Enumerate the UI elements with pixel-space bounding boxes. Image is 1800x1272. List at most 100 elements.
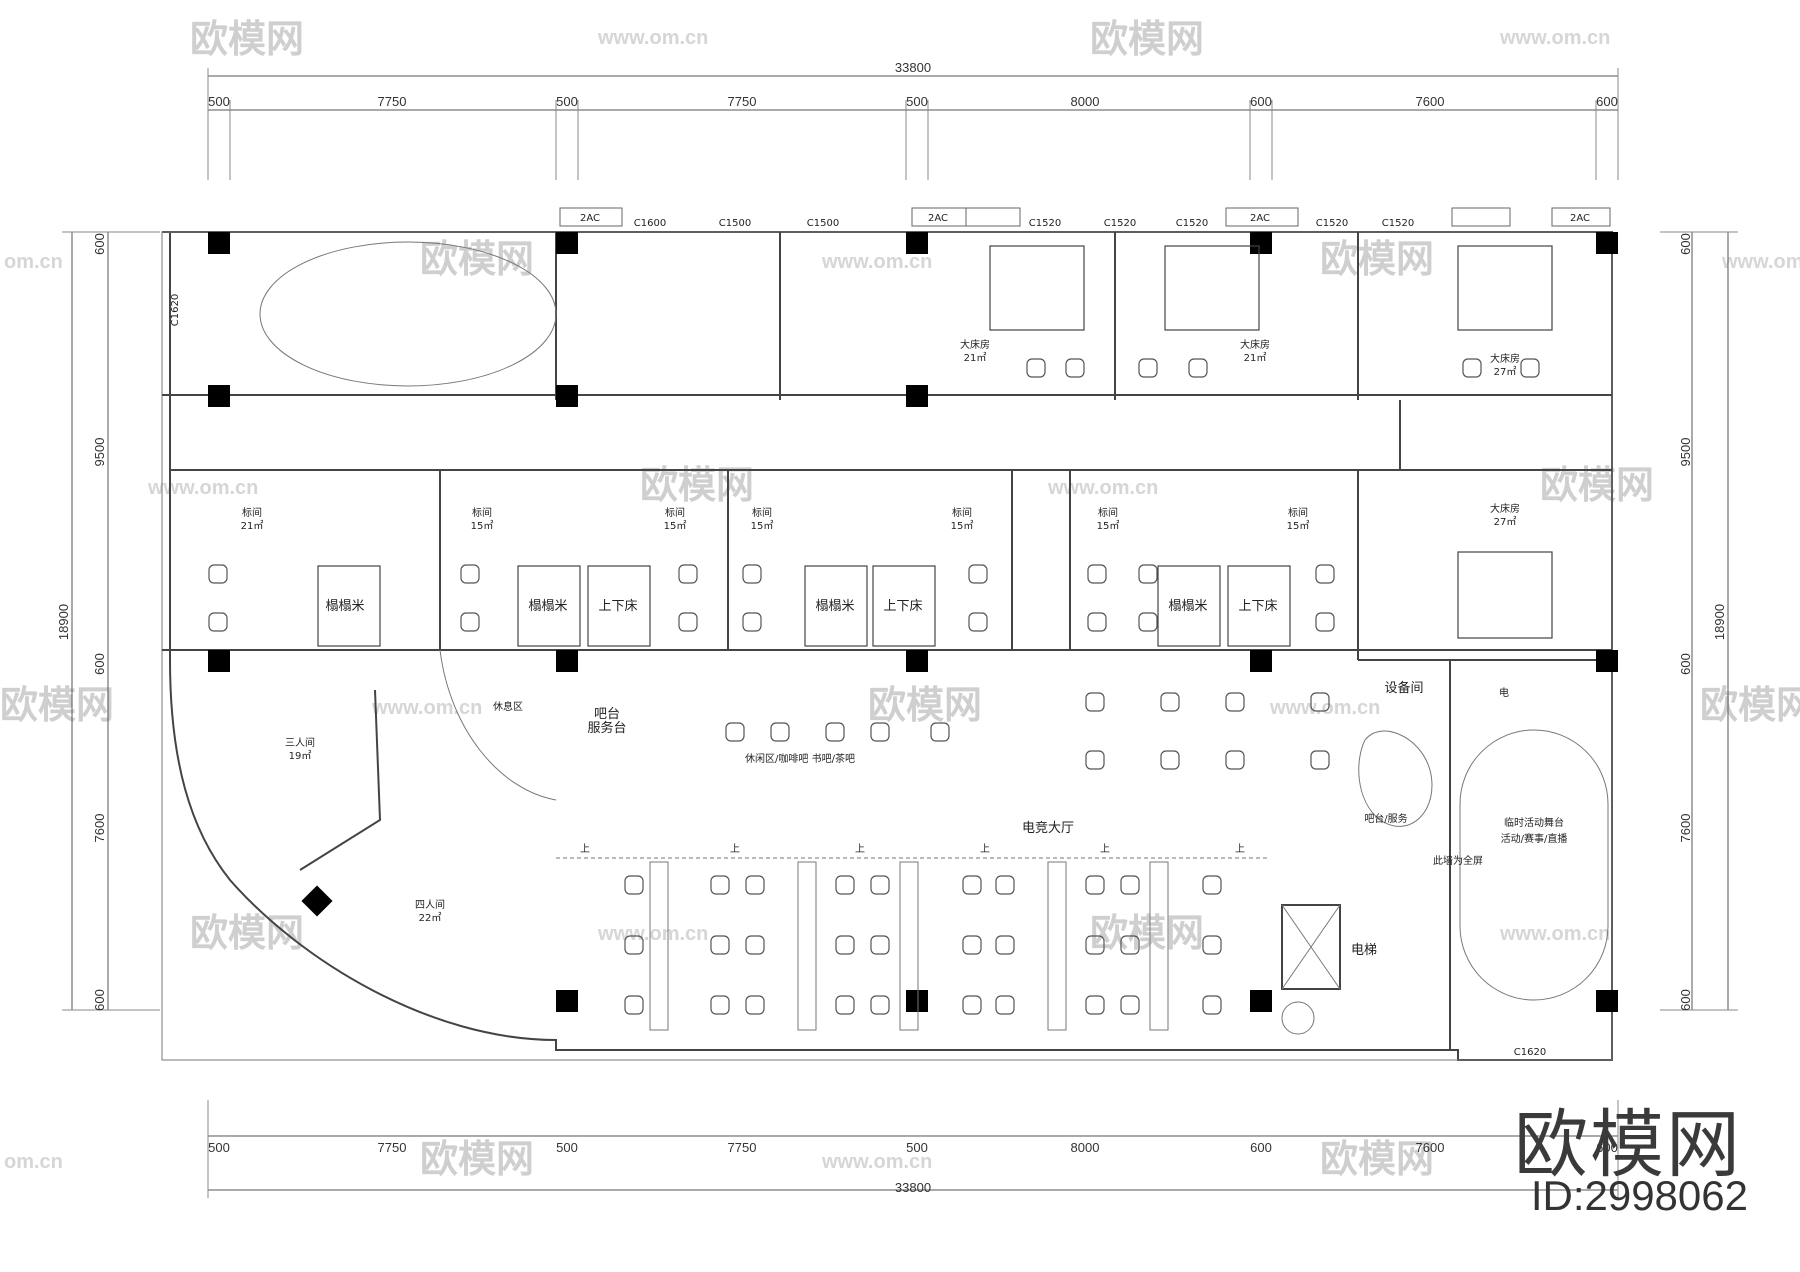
bed (872, 565, 936, 647)
desk-row (797, 861, 817, 1031)
room-name: 大床房 (1240, 338, 1270, 351)
bar-counter-label: 吧台/服务 (1364, 812, 1407, 825)
dim-left-segment: 600 (92, 653, 107, 675)
room-name: 大床房 (1490, 352, 1520, 365)
chair-icon (835, 935, 855, 955)
room-area: 15㎡ (951, 520, 974, 532)
structural-column (1250, 990, 1272, 1012)
structural-column (556, 232, 578, 254)
chair-icon (208, 564, 228, 584)
chair-icon (870, 722, 890, 742)
chair-icon (1085, 935, 1105, 955)
structural-column (1596, 650, 1618, 672)
dim-bottom-segment: 7750 (378, 1140, 407, 1155)
dim-right-segment: 9500 (1678, 438, 1693, 467)
chair-icon (995, 935, 1015, 955)
stage-label: 临时活动舞台 (1504, 816, 1564, 829)
watermark-url: www.om.cn (1499, 27, 1610, 49)
chair-icon (208, 612, 228, 632)
equipment-room-label: 设备间 (1384, 680, 1423, 696)
stair-up-label: 上 (980, 843, 990, 855)
dim-right-segment: 600 (1678, 989, 1693, 1011)
room-area: 21㎡ (1244, 352, 1267, 364)
window-code-label: C1600 (634, 218, 666, 229)
chair-icon (710, 935, 730, 955)
structural-column (906, 385, 928, 407)
window-code-label: 2AC (1570, 213, 1590, 224)
chair-icon (1202, 875, 1222, 895)
walls (161, 231, 1613, 1061)
watermark-brand: 欧模网 (420, 237, 534, 281)
dim-top-segment: 7600 (1416, 94, 1445, 109)
room-name: 标间 (242, 506, 262, 519)
structural-column (1596, 990, 1618, 1012)
bed (989, 245, 1085, 331)
electrical-room-label: 电 (1499, 686, 1509, 699)
chair-icon (1225, 750, 1245, 770)
structural-column (556, 990, 578, 1012)
window-tags (559, 207, 1611, 227)
watermark-brand: 欧模网 (420, 1137, 534, 1181)
desk-row (1047, 861, 1067, 1031)
chair-icon (930, 722, 950, 742)
watermark-brand: 欧模网 (1320, 1137, 1434, 1181)
structural-column (906, 232, 928, 254)
bed (1227, 565, 1291, 647)
watermark-url: www.om.cn (821, 251, 932, 273)
structural-column (1250, 650, 1272, 672)
cafe-label: 休闲区/咖啡吧 书吧/茶吧 (745, 752, 855, 765)
structural-column (208, 232, 230, 254)
watermark-brand: 欧模网 (1090, 911, 1204, 955)
chair-icon (835, 875, 855, 895)
dim-total-top: 33800 (895, 60, 931, 75)
elevator-label: 电梯 (1351, 943, 1377, 958)
reception-label: 吧台 (594, 707, 620, 722)
watermark-brand: 欧模网 (868, 683, 982, 727)
dim-top-segment: 600 (1596, 94, 1618, 109)
window-code-label: C1500 (807, 218, 839, 229)
bed (587, 565, 651, 647)
chair-icon (1202, 995, 1222, 1015)
structural-column (556, 385, 578, 407)
elevator-shaft (1281, 904, 1341, 990)
room-area: 27㎡ (1494, 516, 1517, 528)
room-area: 15㎡ (664, 520, 687, 532)
watermark-brand: 欧模网 (190, 17, 304, 61)
room-name: 标间 (1288, 506, 1308, 519)
window-code-label: 2AC (928, 213, 948, 224)
chair-icon (1026, 358, 1046, 378)
room-name: 大床房 (960, 338, 990, 351)
structural-column (556, 650, 578, 672)
dim-top-segment: 500 (556, 94, 578, 109)
chair-icon (835, 995, 855, 1015)
room-name: 标间 (472, 506, 492, 519)
bed-label: 上下床 (1238, 599, 1277, 614)
dim-bottom-segment: 7750 (728, 1140, 757, 1155)
bed (1164, 245, 1260, 331)
watermark-url: www.om.cn (1047, 477, 1158, 499)
dim-top-segment: 7750 (728, 94, 757, 109)
chair-icon (870, 875, 890, 895)
bed-label: 上下床 (883, 599, 922, 614)
watermark-url: www.om.cn (371, 697, 482, 719)
window-code-label: C1520 (1104, 218, 1136, 229)
dim-bottom-segment: 600 (1250, 1140, 1272, 1155)
watermark-brand: 欧模网 (0, 683, 114, 727)
chair-icon (968, 612, 988, 632)
room-area: 15㎡ (1097, 520, 1120, 532)
dim-right-segment: 600 (1678, 653, 1693, 675)
dim-left-segment: 9500 (92, 438, 107, 467)
chair-icon (1188, 358, 1208, 378)
bed (804, 565, 868, 647)
room-area: 15㎡ (471, 520, 494, 532)
structural-column (208, 650, 230, 672)
room-name: 标间 (752, 506, 772, 519)
room-name: 三人间 (285, 736, 315, 749)
room-area: 19㎡ (289, 750, 312, 762)
